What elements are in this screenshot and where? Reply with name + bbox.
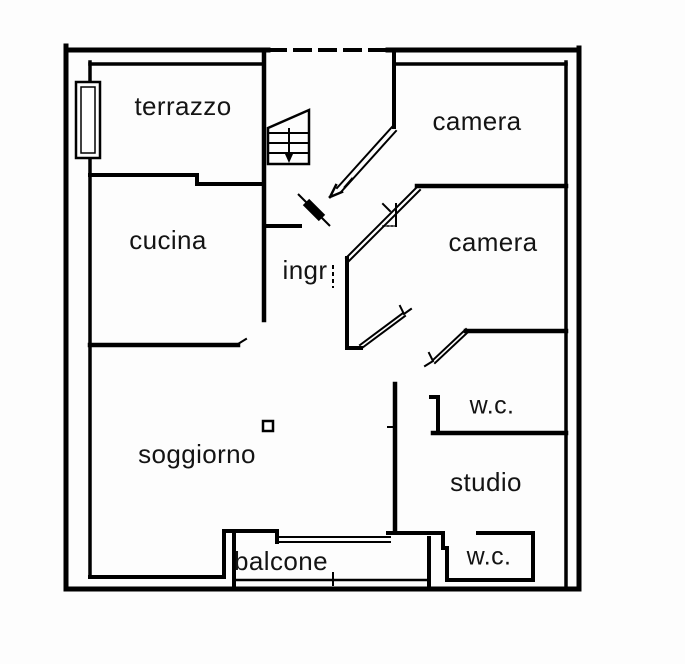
room-label-wc-2: w.c.: [466, 542, 512, 571]
door-tick: [381, 202, 392, 213]
room-label-camera-1: camera: [432, 106, 522, 136]
room-label-studio: studio: [450, 467, 522, 497]
window-inner-frame: [80, 86, 96, 154]
door-leaf-solid: [302, 198, 326, 222]
wall-end-flare: [236, 337, 248, 346]
staircase: [266, 108, 311, 166]
interior-walls: [87, 47, 569, 589]
room-label-cucina: cucina: [129, 225, 207, 255]
terrazzo-cucina-wall: [88, 173, 264, 186]
window-icon: [74, 80, 102, 160]
door-leaf-flare: [423, 351, 435, 368]
camera2-door-leaf-a: [358, 311, 405, 347]
wc1-left-wall: [429, 395, 440, 433]
window-outer-frame: [74, 80, 102, 160]
entrance-door-icon: [297, 193, 331, 227]
door-tick: [343, 177, 354, 189]
stairs-arrow-head: [285, 154, 293, 163]
pillar: [261, 419, 275, 433]
room-label-soggiorno: soggiorno: [138, 439, 256, 469]
room-label-ingresso: ingr: [282, 255, 328, 285]
camera2-chamfer-outer: [344, 185, 419, 260]
exterior-walls: [63, 43, 582, 592]
hall-door-leaf-a: [431, 327, 468, 362]
room-label-balcone: balcone: [234, 546, 328, 576]
room-label-terrazzo: terrazzo: [134, 91, 232, 121]
door-leaf-flare: [398, 304, 413, 316]
hall-door-leaf-b: [433, 330, 470, 365]
balcony: [232, 533, 431, 588]
entrance-diagonal-wall-outer: [335, 125, 394, 190]
wc2-walls: [441, 531, 535, 582]
room-label-wc-1: w.c.: [469, 391, 515, 420]
entrance-arrow-head: [328, 183, 344, 199]
camera2-door-leaf-b: [360, 314, 407, 350]
room-label-camera-2: camera: [448, 227, 538, 257]
